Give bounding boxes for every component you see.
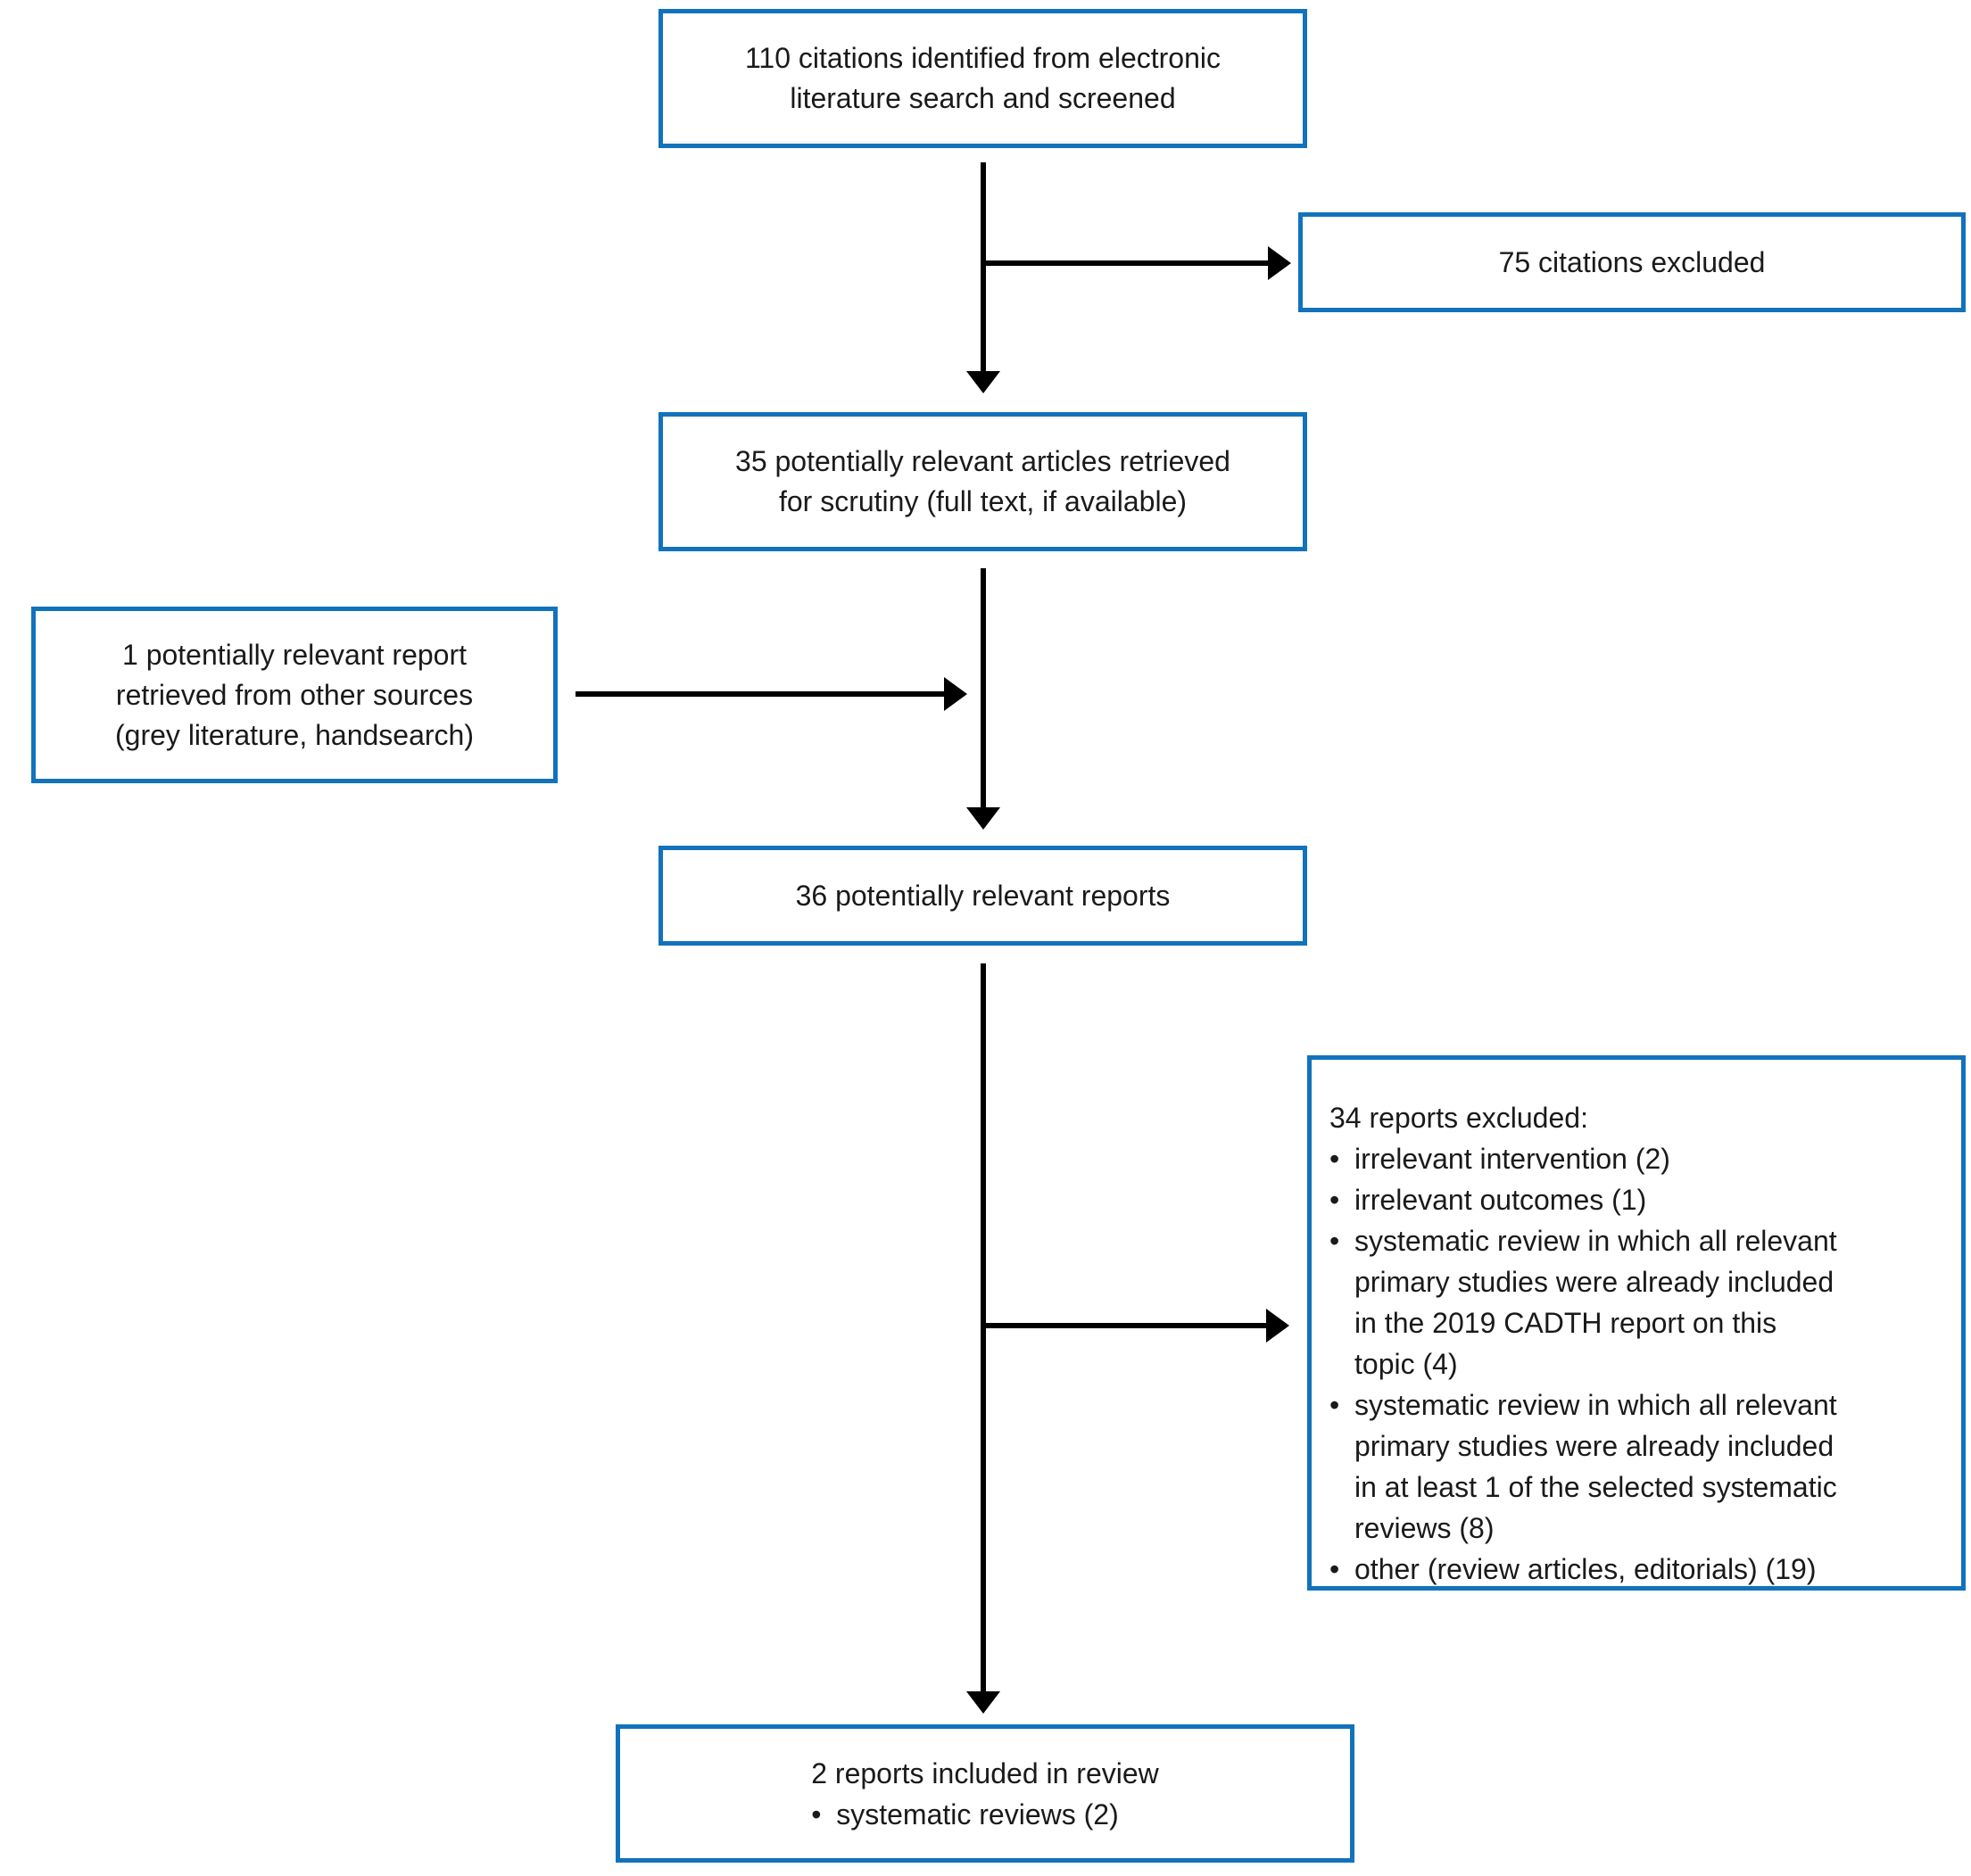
bullet-icon: • [1329,1184,1340,1216]
box-potentially-relevant-reports-text: 36 potentially relevant reports [795,879,1171,912]
box-citations-excluded: 75 citations excluded [1298,212,1966,312]
box-potentially-relevant-reports: 36 potentially relevant reports [658,846,1307,946]
reports-included-content: 2 reports included in review • systemati… [811,1753,1159,1835]
list-item-text: systematic reviews (2) [836,1797,1119,1831]
arrowhead-right-citations-excluded-icon [1268,246,1291,280]
flow-line-other-sources-join [576,691,945,697]
bullet-icon: • [811,1797,822,1831]
list-item-text: irrelevant outcomes (1) [1354,1184,1647,1216]
box-citations-identified-text: 110 citations identified from electronic… [744,42,1221,114]
bullet-icon: • [1329,1389,1340,1421]
flow-line-branch-reports-excluded [983,1323,1267,1328]
list-item: • other (review articles, editorials) (1… [1329,1549,1950,1590]
flow-line-reports-down [981,963,986,1693]
arrowhead-right-other-sources-icon [944,677,967,711]
list-item-text: irrelevant intervention (2) [1354,1143,1670,1175]
box-citations-excluded-text: 75 citations excluded [1498,245,1766,278]
box-articles-retrieved-text: 35 potentially relevant articles retriev… [735,445,1230,517]
list-item-text: other (review articles, editorials) (19) [1354,1553,1817,1585]
bullet-icon: • [1329,1143,1340,1175]
reports-excluded-heading: 34 reports excluded: [1329,1102,1588,1134]
flow-line-branch-citations-excluded [983,260,1269,266]
arrowhead-right-reports-excluded-icon [1266,1309,1289,1343]
list-item: • systematic review in which all relevan… [1329,1384,1950,1549]
reports-included-heading: 2 reports included in review [811,1756,1159,1789]
box-articles-retrieved: 35 potentially relevant articles retriev… [658,412,1307,551]
arrowhead-down-to-included-icon [966,1691,1000,1714]
reports-excluded-content: 34 reports excluded: • irrelevant interv… [1312,1060,1961,1590]
box-reports-excluded: 34 reports excluded: • irrelevant interv… [1307,1055,1966,1591]
flow-line-retrieved-down [981,568,986,808]
box-other-sources: 1 potentially relevant report retrieved … [31,607,558,783]
box-other-sources-text: 1 potentially relevant report retrieved … [115,638,474,751]
arrowhead-down-to-retrieved-icon [966,371,1000,393]
list-item: • systematic reviews (2) [811,1794,1159,1835]
list-item: • irrelevant outcomes (1) [1329,1179,1950,1220]
bullet-icon: • [1329,1553,1340,1585]
box-reports-included: 2 reports included in review • systemati… [616,1724,1354,1863]
bullet-icon: • [1329,1225,1340,1257]
arrowhead-down-to-reports-icon [966,807,1000,830]
list-item-text: systematic review in which all relevant … [1354,1225,1837,1380]
flow-line-identified-down [981,162,986,373]
list-item: • irrelevant intervention (2) [1329,1138,1950,1179]
list-item: • systematic review in which all relevan… [1329,1220,1950,1384]
box-citations-identified: 110 citations identified from electronic… [658,9,1307,148]
list-item-text: systematic review in which all relevant … [1354,1389,1837,1544]
